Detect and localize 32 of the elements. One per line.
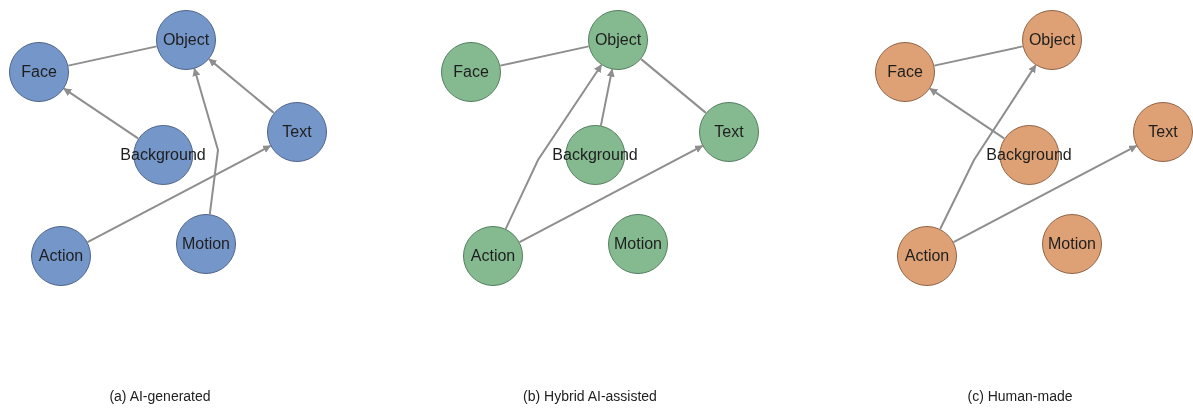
node-label: Object [1028,31,1076,49]
connector-line [504,63,603,230]
node-label: Text [1148,123,1178,141]
node-label: Face [887,63,923,81]
connector-line [599,68,615,127]
node-label: Text [282,123,312,141]
connector-line [933,45,1024,67]
connector-line [952,144,1138,244]
connector-line [499,45,590,67]
node-label: Action [38,247,84,265]
node-label: Object [162,31,210,49]
node-label: Motion [614,235,662,253]
connector-line [208,58,275,114]
connector-line [86,144,272,244]
node-label: Face [21,63,57,81]
connector-line [640,58,707,114]
connector-line [67,45,158,67]
node-label: Motion [1048,235,1096,253]
node-label: Text [714,123,744,141]
panel-caption: (c) Human-made [967,388,1073,404]
panel-caption: (a) AI-generated [109,388,211,404]
node-label: Motion [182,235,230,253]
connector-line [62,87,140,140]
node-label: Action [470,247,516,265]
node-label: Face [453,63,489,81]
node-label: Action [904,247,950,265]
connector-line [928,87,1006,140]
connector-line [939,64,1037,231]
connector-line [518,144,704,244]
panel-caption: (b) Hybrid AI-assisted [523,388,657,404]
node-label: Object [594,31,642,49]
connector-line [192,67,219,216]
